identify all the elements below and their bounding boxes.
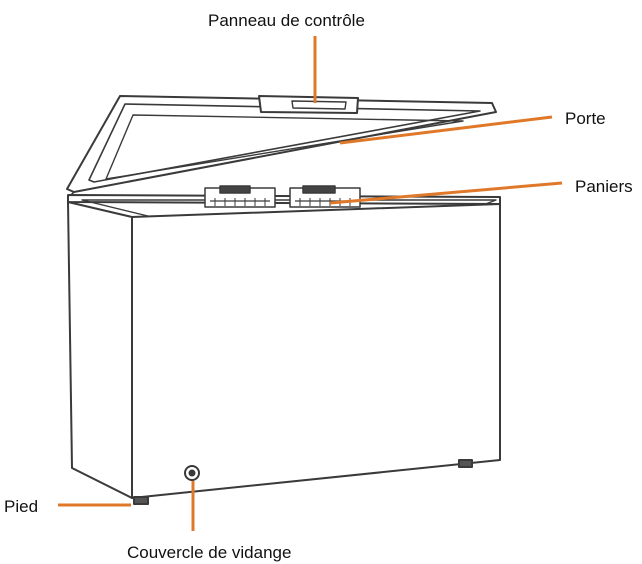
cabinet-left-side xyxy=(67,201,133,499)
drain-cover-ring xyxy=(184,465,200,481)
door-label: Porte xyxy=(565,109,606,128)
control-panel-recess xyxy=(291,100,347,110)
leader-lines xyxy=(58,36,563,531)
baskets-label: Paniers xyxy=(575,177,633,196)
leader-baskets xyxy=(329,181,563,205)
foot-label: Pied xyxy=(4,497,39,516)
front-left-foot xyxy=(133,496,149,505)
baskets-drawing xyxy=(204,185,361,208)
control-panel-housing xyxy=(258,95,359,114)
freezer-illustration xyxy=(66,95,501,505)
control-panel-label: Panneau de contrôle xyxy=(208,11,365,30)
lid-inner-panel xyxy=(105,114,464,180)
cabinet-front xyxy=(131,203,501,499)
front-right-foot xyxy=(458,459,473,468)
leader-door xyxy=(339,115,553,145)
lid-inner-frame xyxy=(88,103,481,183)
drain-cover-label: Couvercle de vidange xyxy=(127,543,292,562)
drain-cover-center xyxy=(188,469,196,477)
